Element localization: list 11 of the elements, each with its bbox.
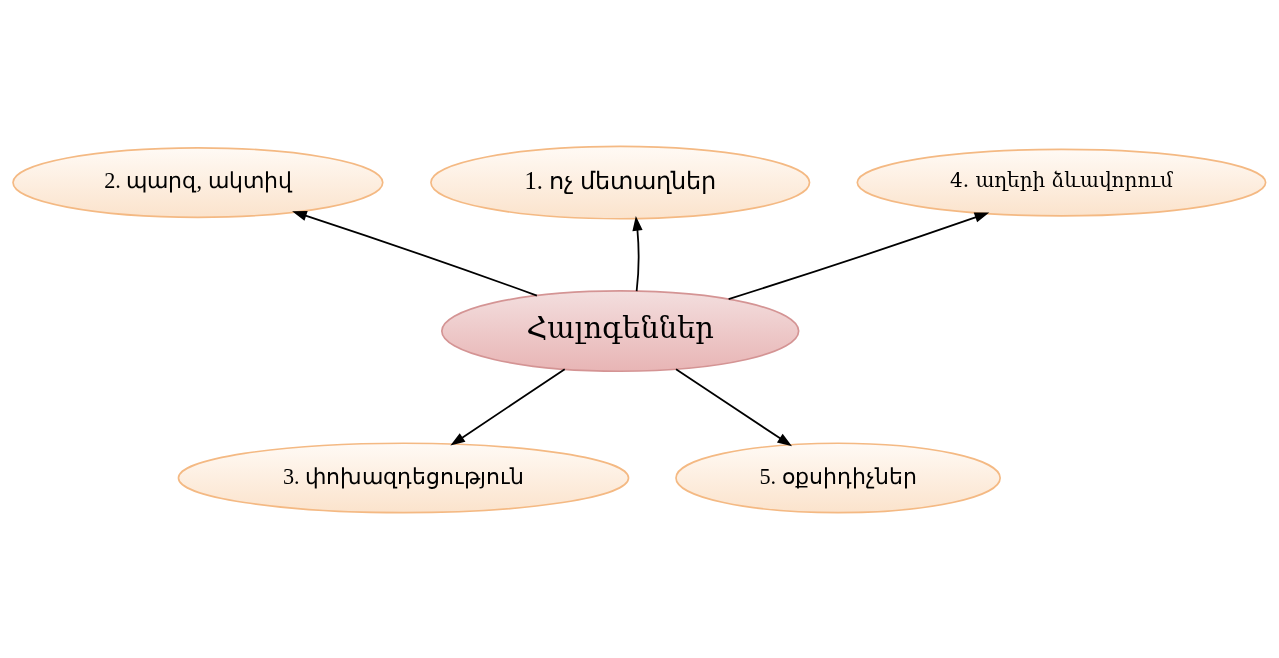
node-ellipse: 2. պարզ, ակտիվ [12,146,384,218]
node-ellipse: 5. օքսիդիչներ [675,441,1001,514]
node-ellipse: Հալոգեններ [440,289,800,372]
node-ellipse: 1. ոչ մետաղներ [430,145,811,220]
arrow [450,367,566,446]
arrow [675,367,793,446]
arrow [727,212,990,300]
arrow [632,215,643,292]
node-ellipse: 3. փոխազդեցություն [177,441,630,514]
arrow [292,210,538,296]
node-ellipse: 4. աղերի ձևավորում [856,148,1267,217]
